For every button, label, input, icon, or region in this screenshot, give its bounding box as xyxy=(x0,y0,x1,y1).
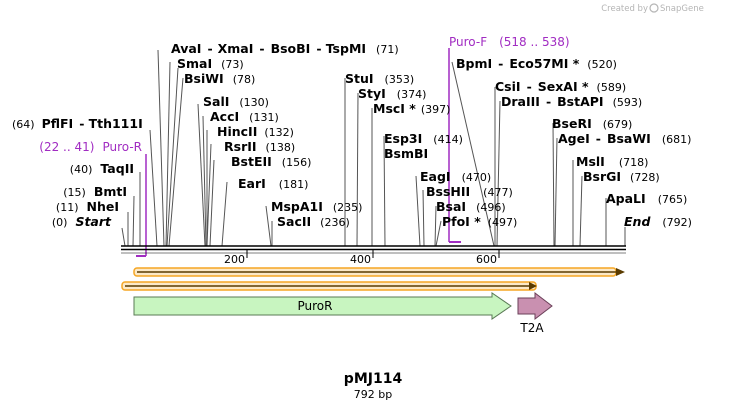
enzyme-label-esp3i[interactable]: Esp3I(414) xyxy=(384,131,463,146)
enzyme-connector-lines xyxy=(121,49,626,247)
enzyme-label-bsshii[interactable]: BssHII(477) xyxy=(426,184,513,199)
enzyme-label-hincii[interactable]: HincII(132) xyxy=(217,124,294,139)
enzyme-label-bseri[interactable]: BseRI(679) xyxy=(552,116,632,131)
enzyme-label-bsai[interactable]: BsaI(496) xyxy=(436,199,506,214)
snapgene-credit: Created by SnapGene xyxy=(601,3,704,14)
feature-t2a-label: T2A xyxy=(519,321,544,335)
enzyme-label-msli[interactable]: MslI(718) xyxy=(576,154,648,169)
ruler: 200 400 600 xyxy=(121,250,626,266)
dna-backbone xyxy=(121,245,626,251)
plasmid-length: 792 bp xyxy=(354,388,392,401)
credit-brand: SnapGene xyxy=(660,4,704,14)
primer-puro-r-marker[interactable] xyxy=(136,154,147,257)
snapgene-logo-icon xyxy=(649,3,659,13)
enzyme-label-eagi[interactable]: EagI(470) xyxy=(420,169,491,184)
enzyme-label-styi[interactable]: StyI(374) xyxy=(358,86,426,101)
orf-arrow-2[interactable] xyxy=(121,281,537,291)
primer-label-puro-r[interactable]: (22 .. 41)Puro-R xyxy=(39,140,142,154)
ruler-label-600: 600 xyxy=(476,253,497,266)
enzyme-label-msci[interactable]: MscI *(397) xyxy=(373,101,450,116)
enzyme-label-bsiwi[interactable]: BsiWI(78) xyxy=(184,71,255,86)
enzyme-label-eari[interactable]: EarI(181) xyxy=(238,176,308,191)
enzyme-label-apali[interactable]: ApaLI(765) xyxy=(606,191,687,206)
feature-t2a[interactable]: T2A xyxy=(517,291,553,335)
credit-prefix: Created by xyxy=(601,4,648,14)
enzyme-label-stui[interactable]: StuI(353) xyxy=(345,71,414,86)
orf-arrow-1[interactable] xyxy=(133,267,625,277)
enzyme-label-agei-group[interactable]: AgeI-BsaWI(681) xyxy=(558,131,691,146)
enzyme-label-draiii-group[interactable]: DraIII-BstAPI(593) xyxy=(501,94,642,109)
enzyme-label-sali[interactable]: SalI(130) xyxy=(203,94,269,109)
enzyme-label-bsrgi[interactable]: BsrGI(728) xyxy=(583,169,660,184)
enzyme-label-csii-group[interactable]: CsiI-SexAI *(589) xyxy=(495,79,626,94)
enzyme-label-avai-group[interactable]: AvaI-XmaI-BsoBI-TspMI(71) xyxy=(171,41,399,56)
ruler-label-400: 400 xyxy=(350,253,371,266)
enzyme-label-bsmbi[interactable]: BsmBI xyxy=(384,146,428,161)
start-label[interactable]: (0)Start xyxy=(52,214,112,229)
enzyme-label-taqii[interactable]: (40)TaqII xyxy=(70,161,134,176)
enzyme-label-bsteii[interactable]: BstEII(156) xyxy=(231,154,311,169)
enzyme-label-pfoi[interactable]: PfoI *(497) xyxy=(442,214,517,229)
plasmid-name: pMJ114 xyxy=(344,371,403,387)
enzyme-label-smai[interactable]: SmaI(73) xyxy=(177,56,244,71)
ruler-label-200: 200 xyxy=(224,253,245,266)
primer-puro-f-marker[interactable] xyxy=(448,48,461,243)
enzyme-label-rsrii[interactable]: RsrII(138) xyxy=(224,139,295,154)
end-label[interactable]: End(792) xyxy=(624,214,692,229)
enzyme-label-nhei[interactable]: (11)NheI xyxy=(56,199,119,214)
enzyme-label-mspa1i[interactable]: MspA1I(235) xyxy=(271,199,362,214)
enzyme-label-sacii[interactable]: SacII(236) xyxy=(277,214,350,229)
feature-puror-label: PuroR xyxy=(298,299,333,313)
enzyme-label-bpmi-group[interactable]: BpmI-Eco57MI *(520) xyxy=(456,56,617,71)
enzyme-label-acci[interactable]: AccI(131) xyxy=(210,109,279,124)
primer-label-puro-f[interactable]: Puro-F(518 .. 538) xyxy=(449,35,570,49)
feature-puror[interactable]: PuroR xyxy=(133,292,512,320)
enzyme-label-pflfi-group[interactable]: (64)PflFI-Tth111I xyxy=(12,116,143,131)
enzyme-label-bmti[interactable]: (15)BmtI xyxy=(63,184,127,199)
